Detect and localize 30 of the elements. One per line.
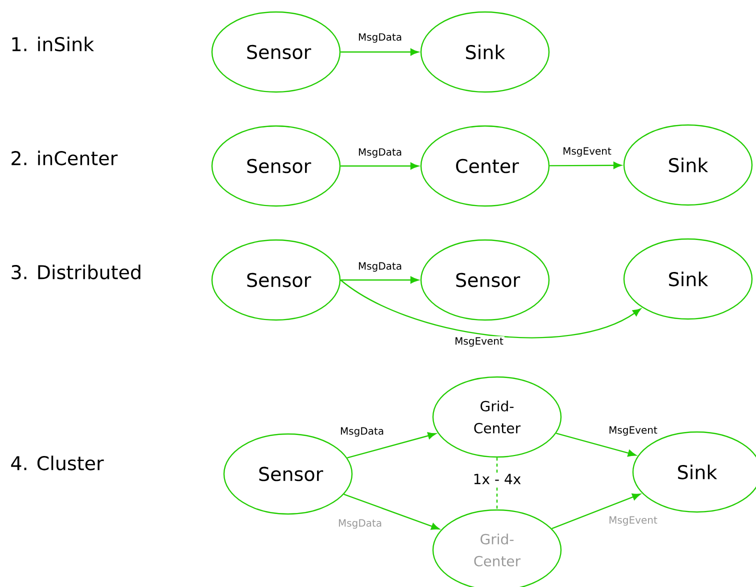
edge-label: MsgData [356, 147, 404, 159]
edge-label: MsgData [356, 32, 404, 44]
arrow [347, 432, 436, 458]
edge-label: MsgEvent [562, 146, 612, 158]
ellipse-node: Sink [420, 11, 550, 93]
row-label: 4. Cluster [11, 456, 104, 470]
edge-label: 1x - 4x [472, 472, 522, 486]
arrow [340, 162, 419, 170]
arrow [344, 494, 440, 530]
edge-label: MsgData [336, 518, 384, 530]
edge-label: MsgEvent [454, 336, 504, 348]
arrow [340, 280, 641, 338]
row-label: 1. inSink [12, 36, 94, 52]
ellipse-node: Center [420, 125, 550, 207]
ellipse-node: Sensor [211, 125, 341, 207]
arrow [550, 162, 622, 169]
ellipse-node: Sink [623, 124, 753, 206]
ellipse-node: Sensor [420, 239, 550, 321]
ellipse-node: Sensor [211, 239, 341, 321]
arrow [552, 494, 641, 530]
arrow [340, 48, 419, 56]
edge-label: MsgData [356, 261, 404, 273]
edge-label: MsgEvent [608, 515, 658, 527]
row-label: 2. inCenter [12, 150, 118, 166]
arrow [340, 276, 419, 284]
row-label: 3. Distributed [12, 264, 140, 280]
ellipse-node: Sink [623, 238, 753, 320]
ellipse-node: Grid- Center [432, 376, 562, 458]
arrow [556, 432, 636, 457]
ellipse-node: Sensor [211, 11, 341, 93]
